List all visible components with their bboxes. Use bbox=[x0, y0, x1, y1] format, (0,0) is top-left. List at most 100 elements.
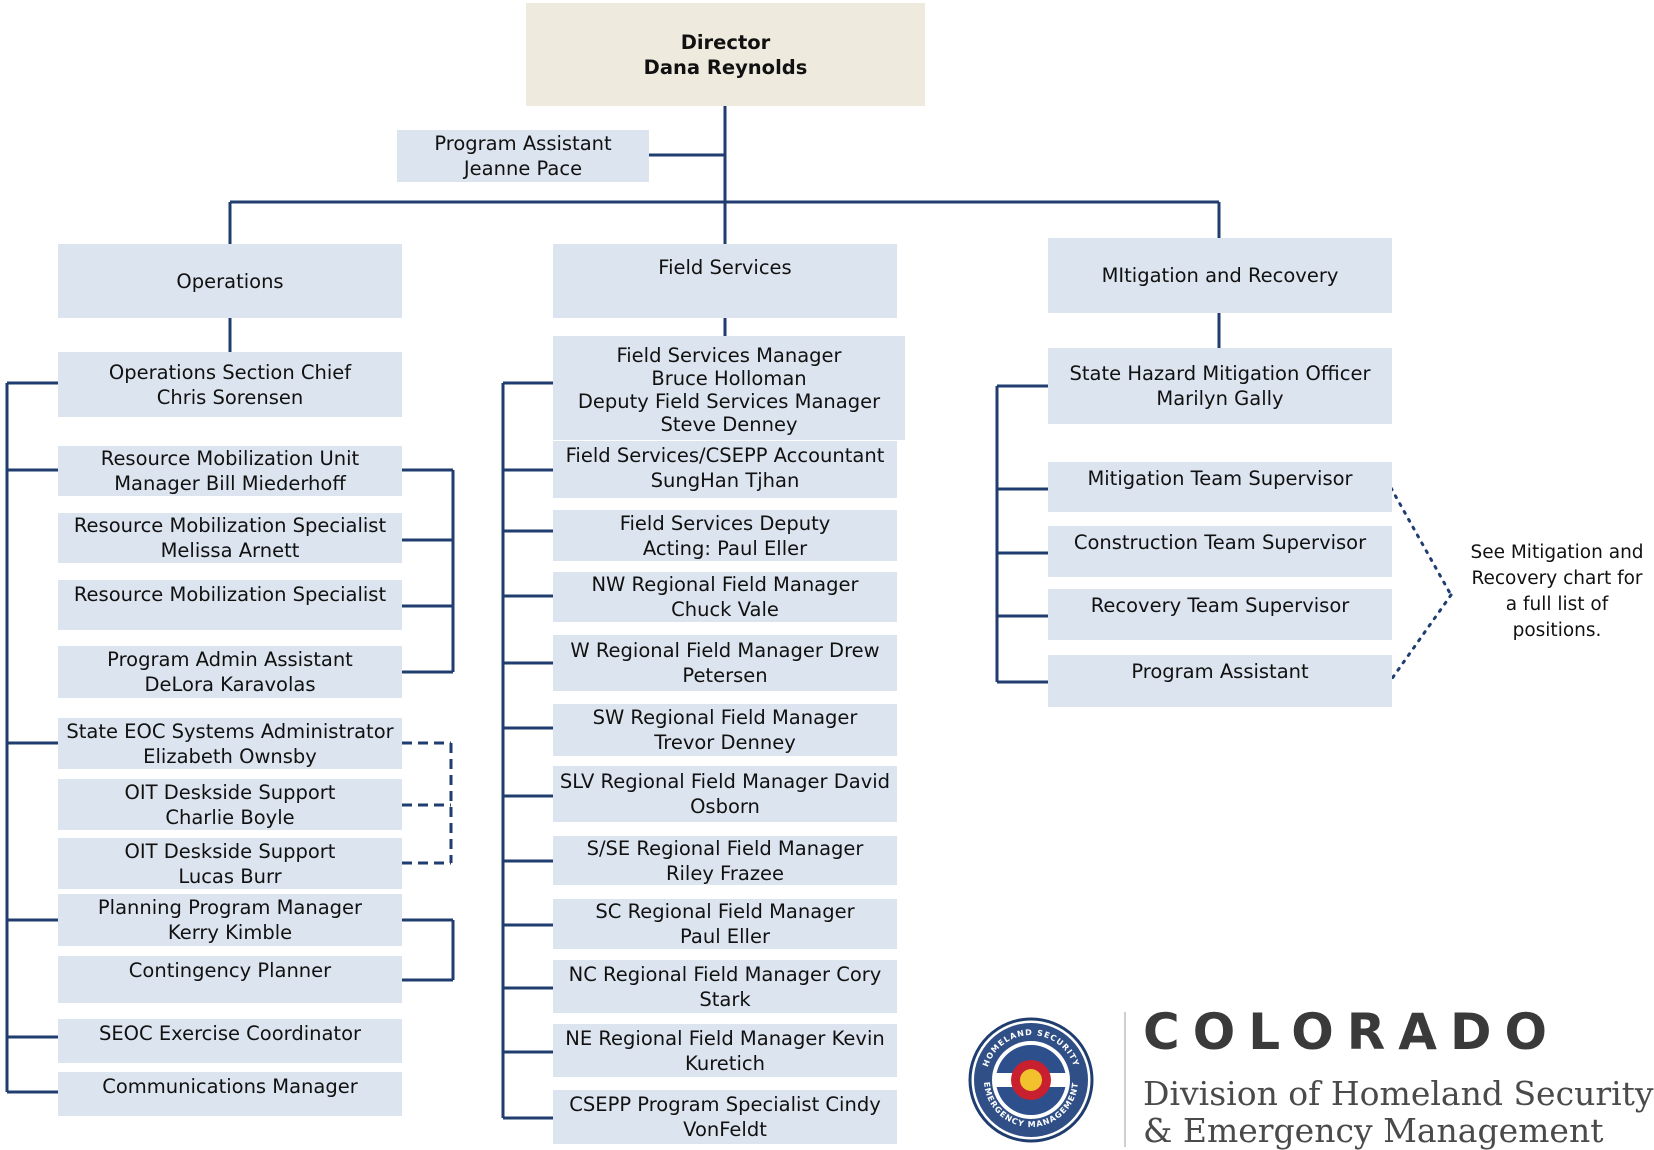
position-box: Program Admin Assistant DeLora Karavolas bbox=[58, 646, 402, 698]
section-field-services: Field Services bbox=[553, 244, 897, 318]
director-box: Director Dana Reynolds bbox=[526, 3, 925, 106]
position-box: OIT Deskside Support Charlie Boyle bbox=[58, 779, 402, 830]
position-title: Operations Section Chief bbox=[108, 360, 352, 384]
position-name: Kerry Kimble bbox=[167, 921, 293, 944]
position-box: NW Regional Field Manager Chuck Vale bbox=[553, 572, 897, 622]
position-title: NW Regional Field Manager bbox=[591, 573, 859, 596]
position-title: SLV Regional Field Manager David bbox=[559, 770, 891, 793]
position-box: Recovery Team Supervisor bbox=[1048, 589, 1392, 640]
position-title: Deputy Field Services Manager bbox=[577, 390, 881, 413]
position-box: S/SE Regional Field Manager Riley Frazee bbox=[553, 836, 897, 885]
position-box: Field Services Manager Bruce Holloman De… bbox=[553, 336, 905, 440]
position-title: Field Services Manager bbox=[616, 344, 842, 367]
program-assistant-title: Program Assistant bbox=[434, 132, 612, 155]
position-title: NC Regional Field Manager Cory bbox=[568, 962, 882, 986]
position-title: SEOC Exercise Coordinator bbox=[98, 1022, 362, 1045]
section-mitigation-recovery-label: MItigation and Recovery bbox=[1101, 264, 1339, 287]
position-name: Kuretich bbox=[685, 1051, 765, 1075]
position-title: SW Regional Field Manager bbox=[592, 706, 858, 729]
section-operations: Operations bbox=[58, 244, 402, 318]
position-box: SW Regional Field Manager Trevor Denney bbox=[553, 704, 897, 756]
note-line: See Mitigation and bbox=[1470, 542, 1644, 563]
position-box: SC Regional Field Manager Paul Eller bbox=[553, 899, 897, 949]
position-title: Resource Mobilization Unit bbox=[100, 447, 360, 470]
program-assistant-box: Program Assistant Jeanne Pace bbox=[397, 130, 649, 182]
position-title: State EOC Systems Administrator bbox=[66, 719, 394, 743]
division-name: Division of Homeland Security & Emergenc… bbox=[1143, 1075, 1654, 1149]
colorado-wordmark: COLORADO bbox=[1143, 1003, 1560, 1061]
position-title: S/SE Regional Field Manager bbox=[586, 836, 864, 860]
position-title: OIT Deskside Support bbox=[124, 780, 336, 804]
position-name: Stark bbox=[699, 987, 751, 1011]
position-title: Planning Program Manager bbox=[97, 896, 363, 919]
position-box: CSEPP Program Specialist Cindy VonFeldt bbox=[553, 1090, 897, 1144]
position-name: Chuck Vale bbox=[671, 598, 779, 621]
position-title: State Hazard Mitigation Officer bbox=[1069, 362, 1371, 385]
position-name: Riley Frazee bbox=[665, 861, 785, 885]
program-assistant-name: Jeanne Pace bbox=[463, 157, 583, 180]
position-title: Field Services Deputy bbox=[619, 511, 831, 535]
position-name: Paul Eller bbox=[680, 925, 770, 948]
position-box: NE Regional Field Manager Kevin Kuretich bbox=[553, 1024, 897, 1077]
position-name: Acting: Paul Eller bbox=[642, 536, 808, 560]
position-name: DeLora Karavolas bbox=[144, 673, 316, 696]
position-box: Resource Mobilization Specialist bbox=[58, 580, 402, 630]
division-line: & Emergency Management bbox=[1143, 1111, 1604, 1150]
position-box: NC Regional Field Manager Cory Stark bbox=[553, 960, 897, 1013]
note-line: a full list of bbox=[1505, 594, 1609, 615]
position-title: Mitigation Team Supervisor bbox=[1087, 467, 1353, 490]
position-name: Bruce Holloman bbox=[651, 367, 807, 390]
position-name: Lucas Burr bbox=[178, 864, 282, 888]
position-name: Manager Bill Miederhoff bbox=[114, 472, 346, 495]
dhsem-seal-logo: HOMELAND SECURITY EMERGENCY MANAGEMENT bbox=[968, 1017, 1094, 1143]
position-box: Contingency Planner bbox=[58, 956, 402, 1003]
position-name: Trevor Denney bbox=[654, 731, 796, 754]
position-box: Operations Section Chief Chris Sorensen bbox=[58, 352, 402, 417]
position-title: Resource Mobilization Specialist bbox=[73, 583, 387, 606]
position-box: Mitigation Team Supervisor bbox=[1048, 462, 1392, 512]
position-box: Resource Mobilization Specialist Melissa… bbox=[58, 513, 402, 563]
position-title: Contingency Planner bbox=[128, 959, 332, 982]
position-box: Planning Program Manager Kerry Kimble bbox=[58, 894, 402, 946]
position-box: OIT Deskside Support Lucas Burr bbox=[58, 838, 402, 889]
position-title: Field Services/CSEPP Accountant bbox=[565, 444, 885, 467]
position-box: Program Assistant bbox=[1048, 655, 1392, 707]
position-title: Communications Manager bbox=[102, 1075, 358, 1098]
position-name: Melissa Arnett bbox=[160, 539, 300, 562]
position-box: State Hazard Mitigation Officer Marilyn … bbox=[1048, 348, 1392, 424]
position-name: Petersen bbox=[682, 664, 768, 687]
position-title: CSEPP Program Specialist Cindy bbox=[569, 1093, 881, 1116]
position-box: Resource Mobilization Unit Manager Bill … bbox=[58, 446, 402, 496]
position-name: Osborn bbox=[690, 795, 760, 818]
position-title: Program Assistant bbox=[1131, 660, 1309, 683]
position-title: Resource Mobilization Specialist bbox=[73, 514, 387, 537]
note-line: Recovery chart for bbox=[1471, 568, 1643, 589]
position-title: Recovery Team Supervisor bbox=[1090, 594, 1350, 617]
mitigation-chart-note: See Mitigation and Recovery chart for a … bbox=[1462, 540, 1652, 644]
section-operations-label: Operations bbox=[176, 269, 284, 293]
position-box: SEOC Exercise Coordinator bbox=[58, 1019, 402, 1063]
section-mitigation-recovery: MItigation and Recovery bbox=[1048, 238, 1392, 313]
position-name: SungHan Tjhan bbox=[650, 469, 800, 492]
position-box: Communications Manager bbox=[58, 1072, 402, 1116]
position-box: W Regional Field Manager Drew Petersen bbox=[553, 635, 897, 691]
position-title: Construction Team Supervisor bbox=[1073, 531, 1367, 554]
note-line: positions. bbox=[1512, 620, 1602, 641]
position-box: Field Services/CSEPP Accountant SungHan … bbox=[553, 441, 897, 498]
section-field-services-label: Field Services bbox=[658, 256, 792, 279]
logo-divider bbox=[1124, 1012, 1126, 1147]
position-title: NE Regional Field Manager Kevin bbox=[565, 1026, 885, 1050]
director-name: Dana Reynolds bbox=[643, 55, 808, 79]
position-name: Charlie Boyle bbox=[165, 805, 295, 829]
position-title: OIT Deskside Support bbox=[124, 839, 336, 863]
position-title: SC Regional Field Manager bbox=[595, 900, 855, 923]
position-title: W Regional Field Manager Drew bbox=[570, 639, 880, 662]
position-box: Construction Team Supervisor bbox=[1048, 526, 1392, 577]
position-name: VonFeldt bbox=[683, 1118, 767, 1141]
position-box: SLV Regional Field Manager David Osborn bbox=[553, 766, 897, 822]
position-box: State EOC Systems Administrator Elizabet… bbox=[58, 718, 402, 769]
position-title: Program Admin Assistant bbox=[107, 648, 353, 671]
division-line: Division of Homeland Security bbox=[1143, 1074, 1654, 1113]
position-name: Steve Denney bbox=[660, 413, 798, 436]
